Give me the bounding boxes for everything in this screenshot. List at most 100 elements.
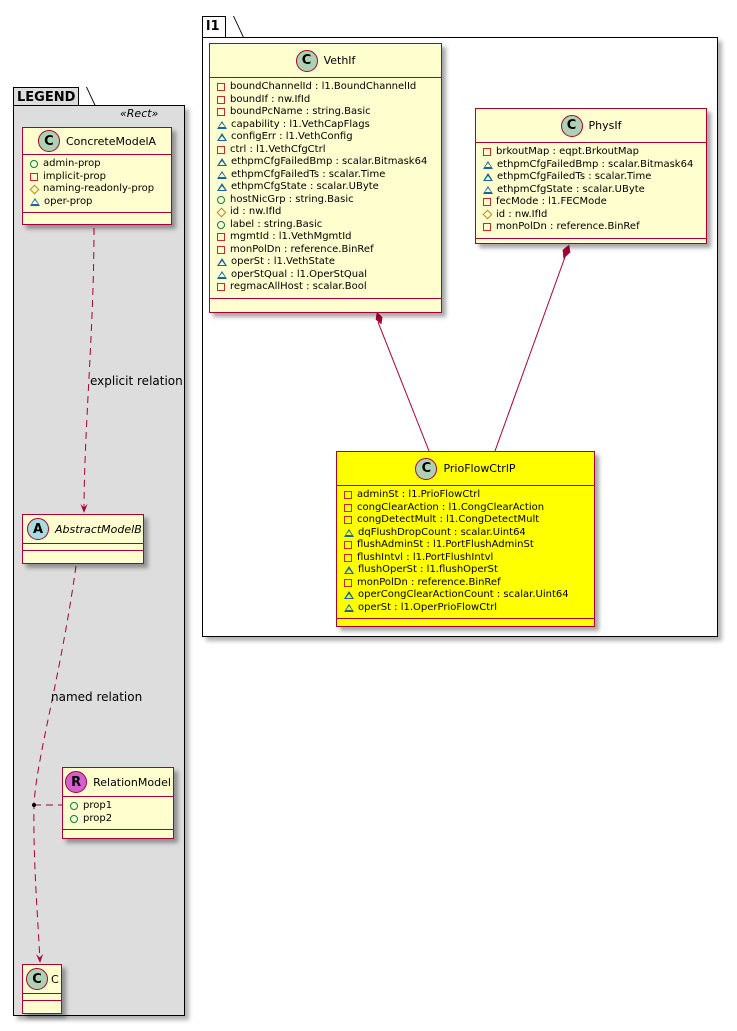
attribute: id : nw.IfId (216, 206, 441, 219)
attribute: operSt : l1.OperPrioFlowCtrl (344, 602, 594, 615)
class-spot-icon: C (37, 130, 60, 152)
attribute-list (23, 994, 61, 1001)
attribute: monPolDn : reference.BinRef (483, 221, 706, 234)
attribute: monPolDn : reference.BinRef (344, 577, 594, 590)
attribute: adminSt : l1.PrioFlowCtrl (344, 489, 594, 502)
class-abstract-model-b[interactable]: A AbstractModelB (22, 514, 144, 564)
class-c[interactable]: C C (22, 964, 62, 1014)
attribute: ethpmCfgFailedBmp : scalar.Bitmask64 (217, 156, 441, 169)
attribute: ethpmCfgState : scalar.UByte (483, 184, 706, 197)
attribute: prop1 (70, 800, 173, 813)
class-name: ConcreteModelA (65, 134, 157, 148)
attribute: boundChannelId : l1.BoundChannelId (217, 81, 441, 94)
named-relation-edge (33, 565, 77, 963)
attribute: monPolDn : reference.BinRef (217, 244, 441, 257)
attribute: boundIf : nw.IfId (217, 94, 441, 107)
l1-package-name: l1 (206, 19, 220, 34)
class-name: VethIf (323, 54, 356, 67)
private-visibility-icon (483, 148, 491, 157)
private-visibility-icon (217, 283, 225, 292)
attribute: ethpmCfgState : scalar.UByte (217, 181, 441, 194)
attribute-list: admin-prop implicit-prop naming-readonly… (23, 155, 171, 213)
package-visibility-icon (344, 603, 354, 612)
private-visibility-icon (217, 233, 225, 242)
package-visibility-icon (344, 566, 354, 575)
attribute: prop2 (70, 813, 173, 826)
attribute: label : string.Basic (217, 219, 441, 232)
protected-visibility-icon (482, 209, 493, 220)
operations-compartment (23, 213, 171, 220)
class-relation-model[interactable]: R RelationModel prop1 prop2 (62, 767, 174, 839)
package-visibility-icon (217, 258, 227, 267)
relation-spot-icon: R (65, 771, 88, 793)
private-visibility-icon (217, 108, 225, 117)
attribute: mgmtId : l1.VethMgmtId (217, 231, 441, 244)
private-visibility-icon (217, 83, 225, 92)
attribute: flushOperSt : l1.flushOperSt (344, 564, 594, 577)
attribute: brkoutMap : eqpt.BrkoutMap (483, 146, 706, 159)
abstract-spot-icon: A (27, 518, 49, 540)
private-visibility-icon (217, 145, 225, 154)
class-vethif[interactable]: C VethIf boundChannelId : l1.BoundChanne… (209, 43, 442, 313)
private-visibility-icon (217, 245, 225, 254)
class-name: RelationModel (93, 775, 171, 789)
public-visibility-icon (30, 160, 38, 169)
class-name: AbstractModelB (55, 522, 142, 536)
l1-package-tab: l1 (202, 16, 226, 38)
attribute: congDetectMult : l1.CongDetectMult (344, 514, 594, 527)
attribute: ethpmCfgFailedTs : scalar.Time (217, 169, 441, 182)
private-visibility-icon (344, 553, 352, 562)
package-visibility-icon (217, 133, 227, 142)
attribute: congClearAction : l1.CongClearAction (344, 502, 594, 515)
private-visibility-icon (483, 223, 491, 232)
package-visibility-icon (217, 170, 227, 179)
attribute: ctrl : l1.VethCfgCtrl (217, 144, 441, 157)
private-visibility-icon (344, 541, 352, 550)
class-prioflowctrlp[interactable]: C PrioFlowCtrlP adminSt : l1.PrioFlowCtr… (336, 451, 595, 627)
package-visibility-icon (217, 270, 227, 279)
physif-composition-edge (494, 256, 566, 452)
attribute: operSt : l1.VethState (217, 256, 441, 269)
attribute: operStQual : l1.OperStQual (217, 269, 441, 282)
attribute: fecMode : l1.FECMode (483, 196, 706, 209)
private-visibility-icon (344, 516, 352, 525)
package-visibility-icon (483, 173, 493, 182)
private-visibility-icon (30, 172, 38, 181)
legend-package-name: LEGEND (17, 90, 76, 105)
attribute: oper-prop (30, 196, 171, 209)
protected-visibility-icon (216, 207, 227, 218)
class-spot-icon: C (295, 49, 318, 72)
package-visibility-icon (344, 528, 354, 537)
legend-stereotype: «Rect» (120, 107, 159, 120)
class-concrete-model-a[interactable]: C ConcreteModelA admin-prop implicit-pro… (22, 127, 172, 225)
public-visibility-icon (70, 802, 78, 811)
attribute: naming-readonly-prop (29, 183, 171, 196)
class-name: PrioFlowCtrlP (443, 462, 516, 475)
attribute: flushIntvl : l1.PortFlushIntvl (344, 552, 594, 565)
class-name: C (51, 972, 59, 986)
package-visibility-icon (217, 120, 227, 129)
attribute: admin-prop (30, 158, 171, 171)
public-visibility-icon (217, 195, 225, 204)
private-visibility-icon (344, 578, 352, 587)
attribute: capability : l1.VethCapFlags (217, 119, 441, 132)
attribute: id : nw.IfId (482, 209, 706, 222)
protected-visibility-icon (29, 184, 40, 195)
attribute: ethpmCfgFailedBmp : scalar.Bitmask64 (483, 159, 706, 172)
package-visibility-icon (483, 185, 493, 194)
named-relation-label: named relation (51, 690, 143, 704)
attribute-list: prop1 prop2 (63, 797, 173, 830)
package-visibility-icon (217, 158, 227, 167)
vethif-composition-edge (377, 321, 430, 452)
public-visibility-icon (70, 814, 78, 823)
package-visibility-icon (483, 160, 493, 169)
private-visibility-icon (483, 198, 491, 207)
package-visibility-icon (30, 197, 40, 206)
attribute: configErr : l1.VethConfig (217, 131, 441, 144)
relation-junction-dot (32, 803, 36, 807)
attribute: regmacAllHost : scalar.Bool (217, 281, 441, 294)
